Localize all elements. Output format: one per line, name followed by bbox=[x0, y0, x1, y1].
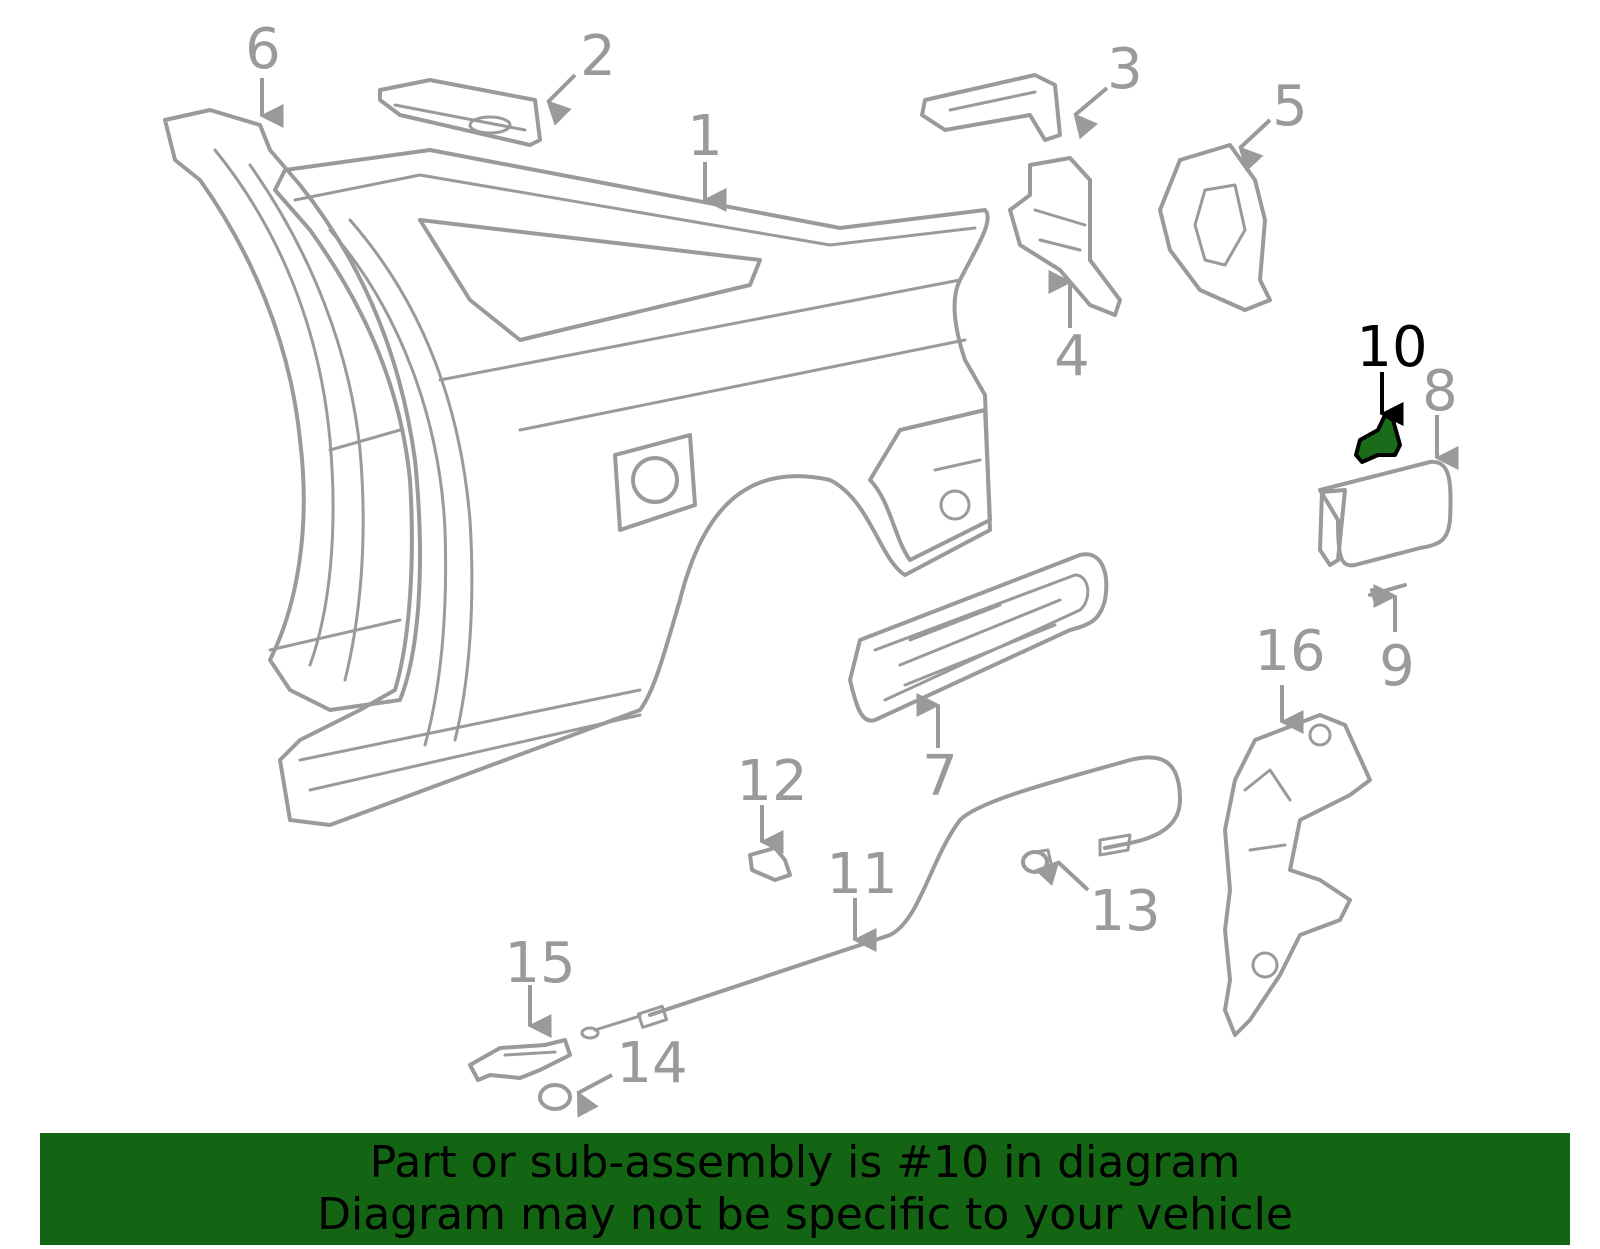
callout-9: 9 bbox=[1379, 634, 1415, 699]
screw-part-9 bbox=[1368, 583, 1407, 602]
leader-5 bbox=[1238, 118, 1272, 172]
callout-16: 16 bbox=[1254, 619, 1325, 684]
callout-13: 13 bbox=[1089, 879, 1160, 944]
clip-part-14 bbox=[538, 1083, 572, 1111]
callout-15: 15 bbox=[504, 931, 575, 996]
callout-6: 6 bbox=[245, 17, 281, 82]
fuel-door-part-8 bbox=[1318, 459, 1453, 568]
callout-2: 2 bbox=[580, 24, 616, 89]
leader-3 bbox=[1073, 86, 1109, 140]
callout-10: 10 bbox=[1356, 315, 1427, 380]
callout-4: 4 bbox=[1054, 324, 1090, 389]
callout-14: 14 bbox=[616, 1031, 687, 1096]
housing-part-16 bbox=[1223, 713, 1372, 1037]
callout-11: 11 bbox=[826, 842, 897, 907]
bracket-part-2 bbox=[378, 78, 542, 147]
vent-part-7 bbox=[848, 552, 1109, 723]
latch-part-15 bbox=[468, 1038, 572, 1082]
leader-13 bbox=[1034, 860, 1090, 892]
bracket-part-3 bbox=[920, 73, 1062, 142]
leader-14 bbox=[576, 1073, 613, 1118]
parts-diagram: 1 2 3 4 5 6 7 8 9 10 11 12 13 14 15 16 bbox=[163, 17, 1459, 1118]
banner-line-1: Part or sub-assembly is #10 in diagram bbox=[369, 1137, 1241, 1188]
callout-12: 12 bbox=[736, 749, 807, 814]
callout-1: 1 bbox=[687, 104, 723, 169]
callout-3: 3 bbox=[1107, 37, 1143, 102]
callout-7: 7 bbox=[922, 744, 958, 809]
panel-part-5 bbox=[1158, 143, 1272, 312]
banner-line-2: Diagram may not be specific to your vehi… bbox=[317, 1189, 1293, 1240]
quarter-panel-part-1 bbox=[273, 148, 992, 827]
callout-8: 8 bbox=[1422, 359, 1458, 424]
fuel-door-spring-part-10 bbox=[1354, 413, 1402, 464]
leader-2 bbox=[546, 73, 577, 126]
bracket-part-4 bbox=[1008, 156, 1122, 317]
pillar-part-6 bbox=[163, 108, 422, 712]
callout-5: 5 bbox=[1272, 74, 1308, 139]
info-banner: Part or sub-assembly is #10 in diagram D… bbox=[40, 1133, 1570, 1245]
clip-part-12 bbox=[748, 846, 792, 882]
grommet-part-13 bbox=[1021, 848, 1054, 874]
cable-part-11 bbox=[580, 755, 1182, 1040]
